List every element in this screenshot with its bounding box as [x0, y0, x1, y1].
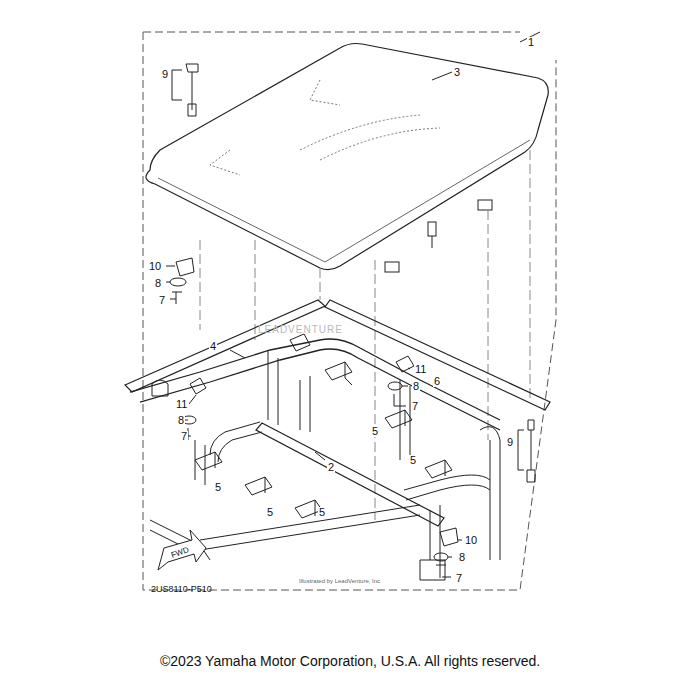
callout-number: 7: [455, 573, 463, 584]
callout-number: 6: [433, 376, 441, 387]
callout-number: 5: [318, 507, 326, 518]
callout-number: 10: [464, 535, 478, 546]
callout-number: 3: [453, 67, 461, 78]
callout-number: 9: [506, 437, 514, 448]
callout-number: 2: [327, 462, 335, 473]
callout-number: 5: [266, 507, 274, 518]
callout-number: 7: [411, 401, 419, 412]
callout-number: 5: [371, 426, 379, 437]
watermark: LEADVENTURE: [258, 325, 343, 335]
callout-number: 10: [148, 261, 162, 272]
callout-number: 7: [180, 431, 188, 442]
callout-number: 8: [154, 278, 162, 289]
callout-number: 11: [414, 364, 427, 375]
callout-number: 1: [527, 37, 535, 48]
callout-number: 4: [209, 341, 217, 352]
copyright-caption: ©2023 Yamaha Motor Corporation, U.S.A. A…: [160, 654, 540, 668]
callout-number: 5: [409, 455, 417, 466]
callout-number: 8: [412, 381, 420, 392]
callout-number: 7: [158, 295, 166, 306]
callout-number: 5: [214, 482, 222, 493]
callout-number: 11: [175, 399, 188, 410]
callout-number: 9: [161, 69, 169, 80]
callout-number: 8: [458, 552, 466, 563]
drawing-code: 2US8110-P510: [151, 585, 212, 594]
credit-note: Illustrated by LeadVenture, Inc.: [299, 578, 382, 584]
callout-number: 8: [177, 415, 185, 426]
